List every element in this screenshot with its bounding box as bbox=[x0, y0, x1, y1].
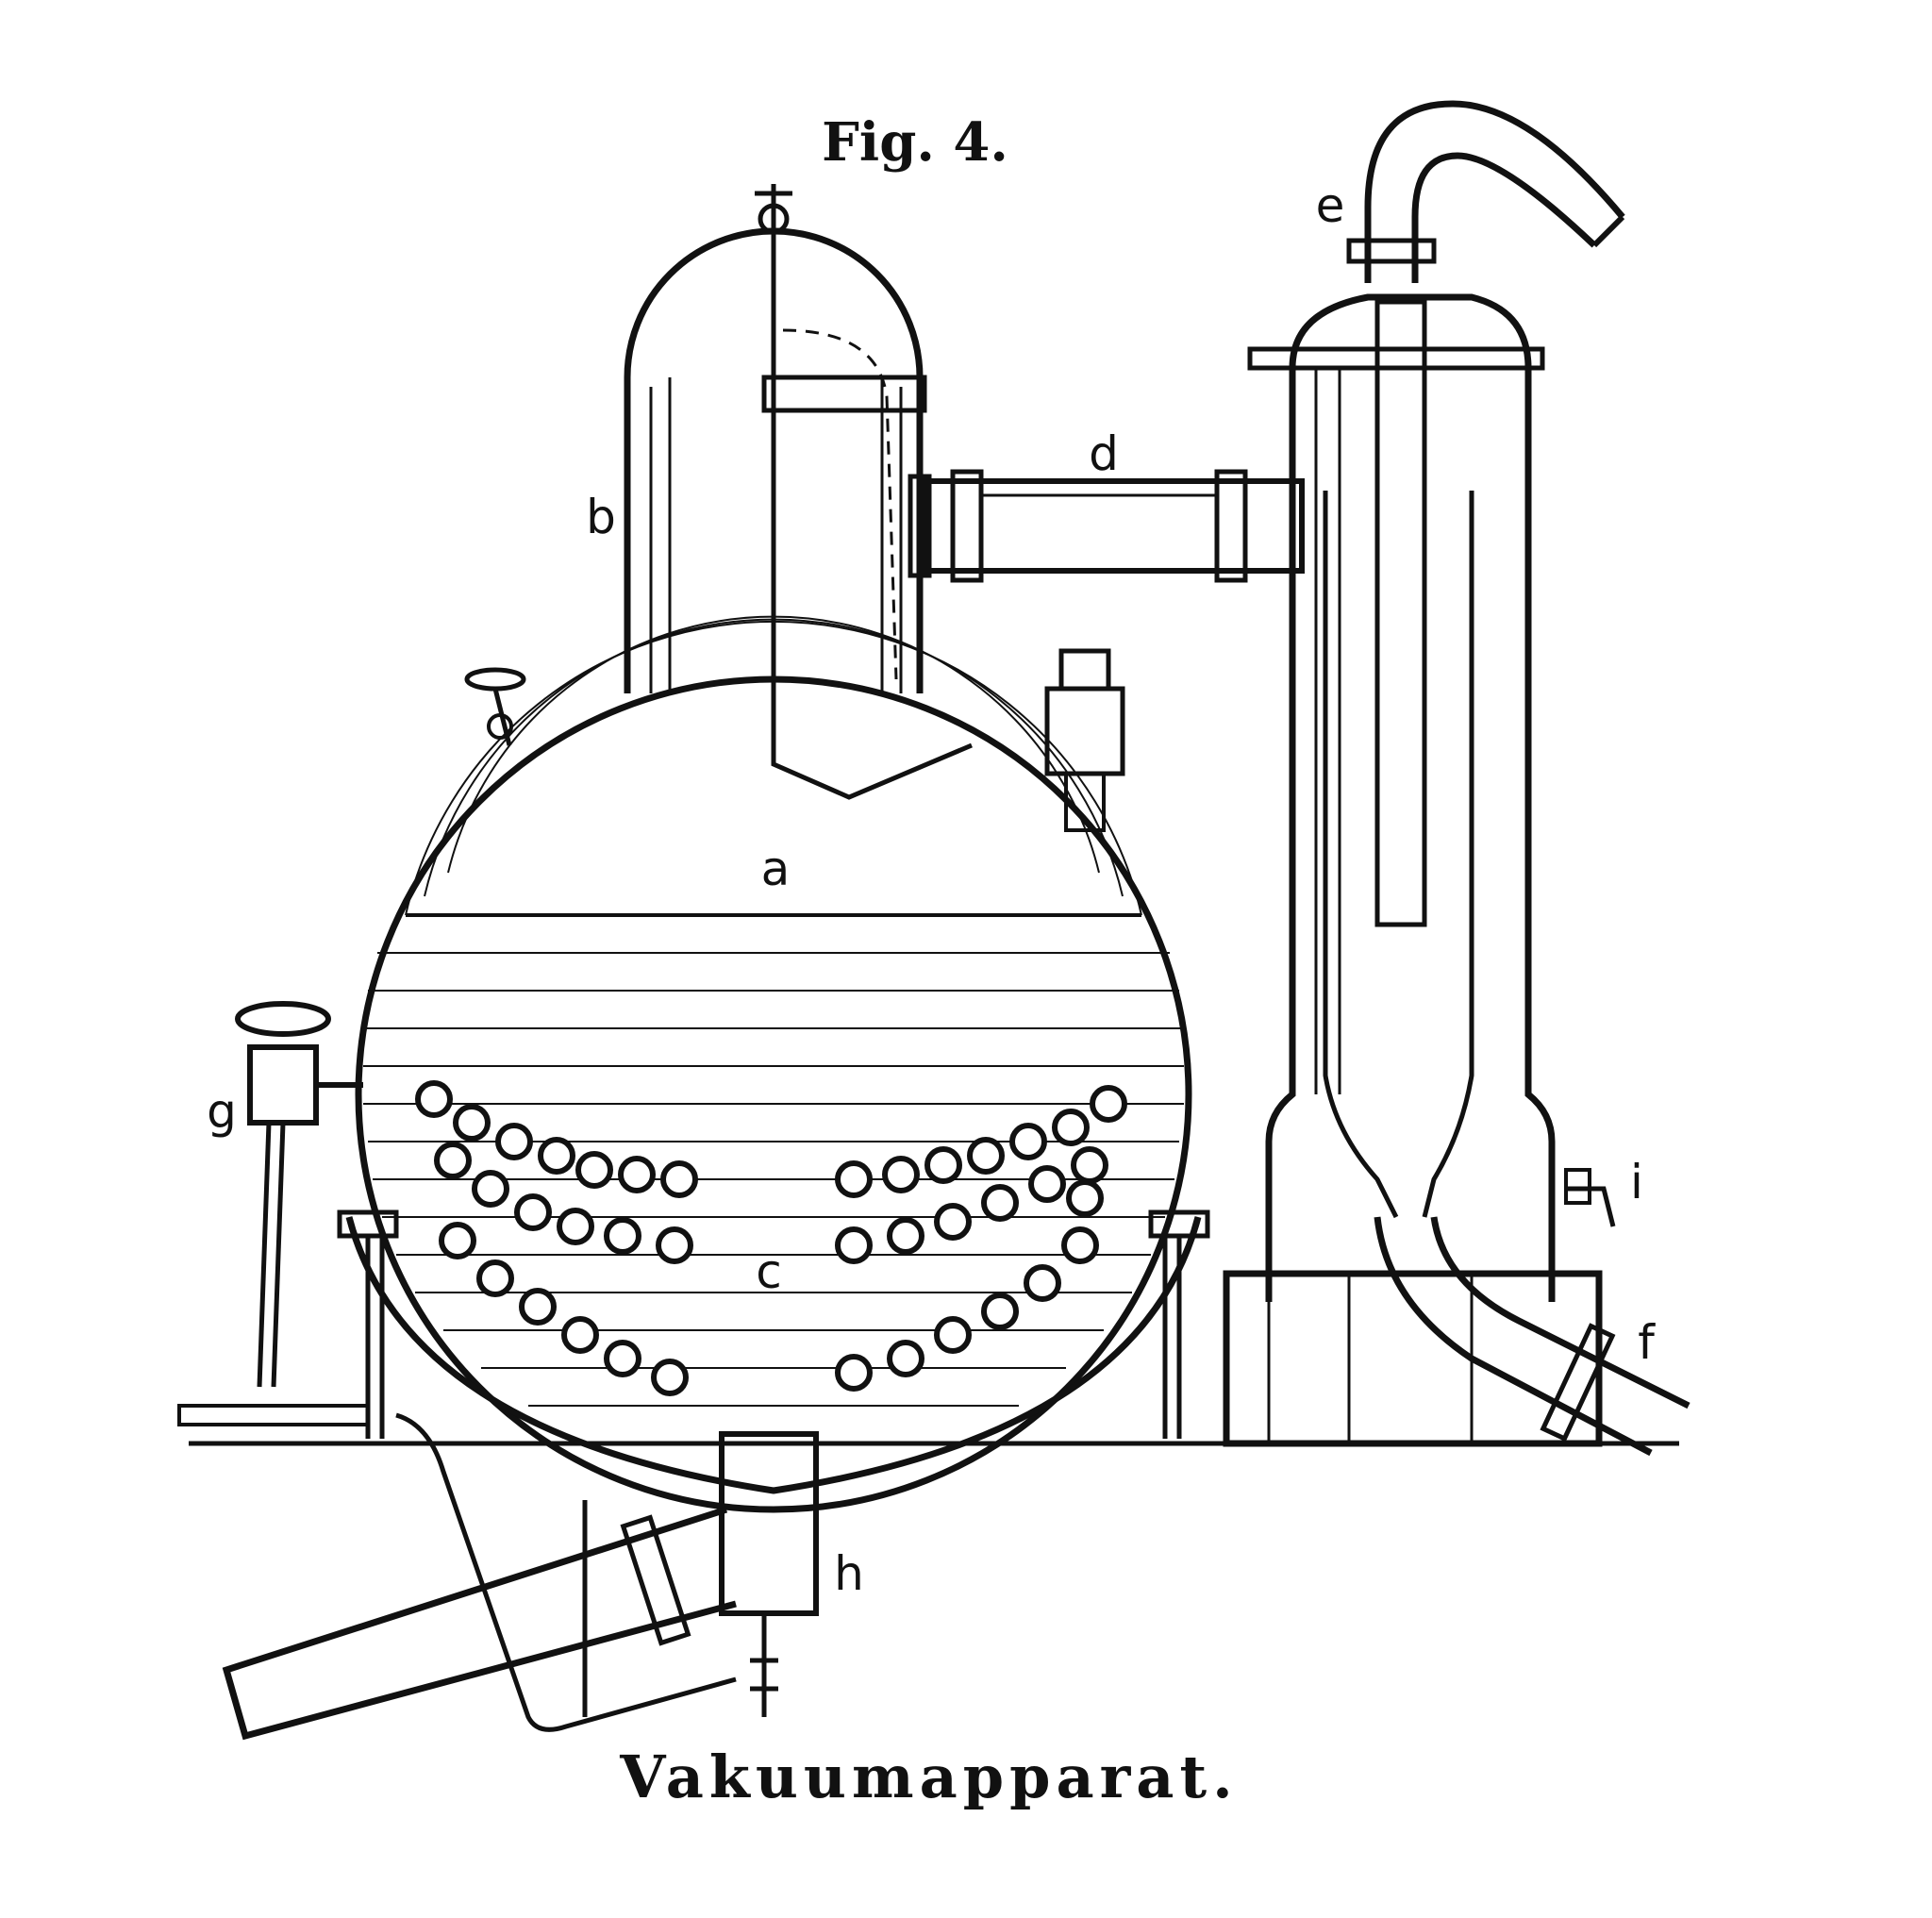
coil-tube bbox=[1071, 1146, 1108, 1184]
coil-tube bbox=[561, 1316, 599, 1354]
coil-tube bbox=[981, 1184, 1019, 1222]
coil-tube bbox=[1090, 1085, 1127, 1123]
vapor-pipe bbox=[908, 469, 1305, 583]
coil-tube bbox=[651, 1359, 689, 1396]
vapor-dome bbox=[624, 184, 973, 800]
coil-tube bbox=[887, 1340, 924, 1377]
coil-tube bbox=[439, 1222, 476, 1259]
coil-tube bbox=[557, 1208, 594, 1245]
coil-tube bbox=[514, 1193, 552, 1231]
coil-tube bbox=[934, 1203, 972, 1241]
coil-tube bbox=[495, 1123, 533, 1160]
label-i: i bbox=[1630, 1155, 1643, 1209]
coil-tube bbox=[604, 1217, 641, 1255]
coil-tube bbox=[887, 1217, 924, 1255]
label-f: f bbox=[1638, 1315, 1656, 1370]
coil-tube bbox=[472, 1170, 509, 1208]
coil-tube bbox=[1066, 1179, 1104, 1217]
coil-tube bbox=[835, 1160, 873, 1198]
coil-tube bbox=[934, 1316, 972, 1354]
steam-valve bbox=[235, 1001, 363, 1388]
label-b: b bbox=[586, 490, 616, 544]
figure-number: Fig. 4. bbox=[822, 111, 1008, 174]
coil-tube bbox=[415, 1080, 453, 1118]
coil-tube bbox=[924, 1146, 962, 1184]
label-e: e bbox=[1316, 178, 1345, 233]
label-a: a bbox=[761, 842, 791, 896]
coil-tube bbox=[604, 1340, 641, 1377]
coil-tube bbox=[882, 1156, 920, 1193]
coil-tube bbox=[981, 1293, 1019, 1330]
safety-valve bbox=[1044, 648, 1125, 832]
discharge-pipe bbox=[222, 1412, 737, 1741]
figure-caption: Vakuumapparat. bbox=[619, 1743, 1238, 1811]
coil-tube bbox=[967, 1137, 1005, 1175]
sight-valve bbox=[464, 667, 526, 746]
coil-tube bbox=[835, 1354, 873, 1392]
coil-tube bbox=[656, 1226, 693, 1264]
condenser bbox=[1223, 100, 1690, 1457]
heating-coils bbox=[415, 1080, 1127, 1396]
coil-tube bbox=[660, 1160, 698, 1198]
coil-tube bbox=[1024, 1264, 1061, 1302]
coil-tube bbox=[538, 1137, 575, 1175]
label-d: d bbox=[1089, 426, 1119, 481]
coil-tube bbox=[519, 1288, 557, 1326]
coil-tube bbox=[476, 1259, 514, 1297]
discharge-valve bbox=[582, 1431, 819, 1717]
label-g: g bbox=[207, 1084, 237, 1139]
coil-tube bbox=[1052, 1109, 1090, 1146]
label-c: c bbox=[756, 1244, 782, 1299]
label-h: h bbox=[834, 1546, 864, 1601]
coil-tube bbox=[453, 1104, 491, 1142]
coil-tube bbox=[1009, 1123, 1047, 1160]
ground-beam bbox=[177, 1404, 370, 1426]
coil-tube bbox=[434, 1142, 472, 1179]
coil-tube bbox=[835, 1226, 873, 1264]
coil-tube bbox=[1028, 1165, 1066, 1203]
coil-tube bbox=[618, 1156, 656, 1193]
coil-tube bbox=[1061, 1226, 1099, 1264]
coil-tube bbox=[575, 1151, 613, 1189]
